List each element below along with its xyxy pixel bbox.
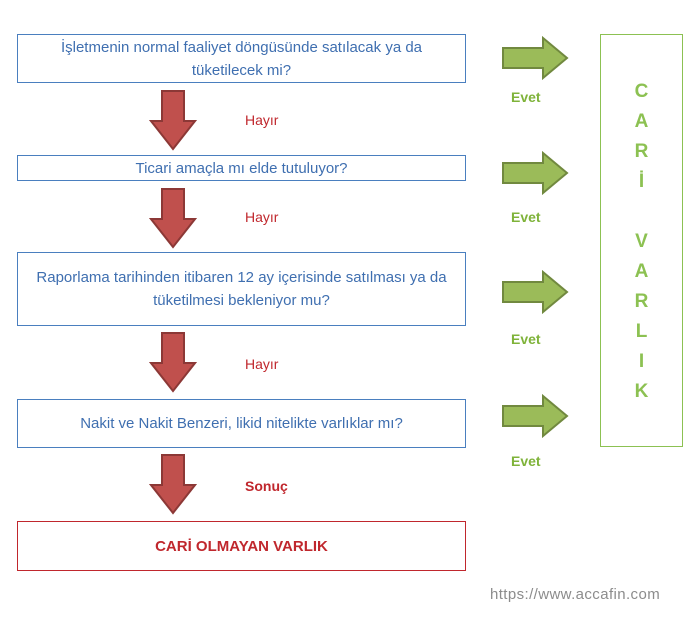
question-box-1: İşletmenin normal faaliyet döngüsünde sa… — [17, 34, 466, 83]
cari-letter: K — [634, 381, 649, 402]
cari-letter: A — [634, 111, 649, 132]
question-box-4: Nakit ve Nakit Benzeri, likid nitelikte … — [17, 399, 466, 448]
yes-label-2: Evet — [511, 209, 541, 225]
right-arrow-icon-3 — [502, 270, 569, 314]
cari-letter: L — [635, 321, 648, 342]
cari-letter: R — [634, 291, 649, 312]
down-arrow-icon-2 — [149, 188, 197, 249]
cari-letter: I — [638, 351, 645, 372]
no-label-3: Hayır — [245, 356, 279, 372]
down-arrow-icon-3 — [149, 332, 197, 393]
down-arrow-icon-4 — [149, 454, 197, 515]
question-text-1: İşletmenin normal faaliyet döngüsünde sa… — [60, 38, 423, 79]
cari-letter: C — [634, 81, 649, 102]
right-arrow-icon-4 — [502, 394, 569, 438]
right-arrow-icon-2 — [502, 151, 569, 195]
yes-label-4: Evet — [511, 453, 541, 469]
watermark: https://www.accafin.com — [490, 586, 661, 603]
question-text-4: Nakit ve Nakit Benzeri, likid nitelikte … — [80, 415, 403, 432]
question-text-3: Raporlama tarihinden itibaren 12 ay içer… — [36, 269, 447, 309]
down-arrow-icon-1 — [149, 90, 197, 151]
cari-letter: A — [634, 261, 649, 282]
right-arrow-icon-1 — [502, 36, 569, 80]
question-box-3: Raporlama tarihinden itibaren 12 ay içer… — [17, 252, 466, 326]
result-box: CARİ OLMAYAN VARLIK — [17, 521, 466, 571]
no-label-2: Hayır — [245, 209, 279, 225]
yes-label-1: Evet — [511, 89, 541, 105]
result-text: CARİ OLMAYAN VARLIK — [155, 537, 328, 555]
cari-varlik-box: C A R İ V A R L I K — [600, 34, 683, 447]
cari-letter: V — [635, 231, 648, 252]
sonuc-label: Sonuç — [245, 478, 288, 494]
question-box-2: Ticari amaçla mı elde tutuluyor? — [17, 155, 466, 181]
yes-label-3: Evet — [511, 331, 541, 347]
cari-letter: R — [634, 141, 649, 162]
question-text-2: Ticari amaçla mı elde tutuluyor? — [135, 159, 348, 177]
no-label-1: Hayır — [245, 112, 279, 128]
cari-letter: İ — [638, 171, 645, 192]
